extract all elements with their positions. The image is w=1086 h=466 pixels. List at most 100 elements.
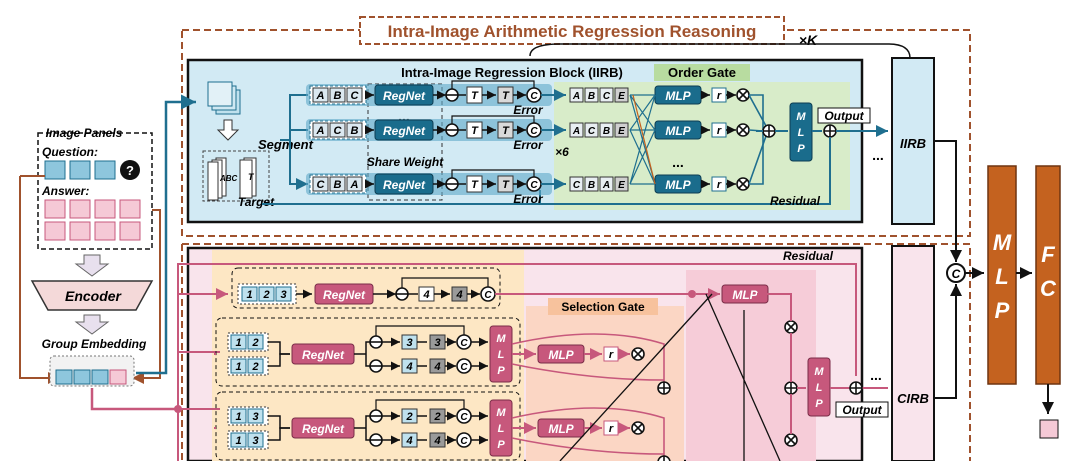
image-panels-title: Image Panels xyxy=(46,126,123,140)
cirb-num-box xyxy=(275,286,292,302)
iirb-seq-letter: C xyxy=(573,180,581,191)
iirb-multiply-icon-sign xyxy=(738,125,748,135)
cirb-line xyxy=(365,415,370,428)
cirb-num-label: 1 xyxy=(235,337,241,349)
cirb-skip-line xyxy=(375,399,465,410)
cirb-to-concat xyxy=(934,284,962,399)
cirb-combiner-lines xyxy=(757,293,792,434)
iirb-seq-box xyxy=(569,122,584,138)
cirb-num-box xyxy=(230,358,247,374)
cirb-top-dot xyxy=(688,290,696,298)
cirb-peach-region xyxy=(212,250,524,461)
iirb-letter-box xyxy=(329,176,346,192)
cirb-side-column xyxy=(891,245,935,462)
repeat-label: ×K xyxy=(799,32,818,48)
iirb-t2-label: T xyxy=(502,125,510,137)
cirb-output-sum xyxy=(849,381,863,395)
iirb-skip-line xyxy=(451,115,535,124)
answer-panel xyxy=(94,199,116,219)
cirb-target-label: 4 xyxy=(405,435,412,447)
iirb-letter: B xyxy=(334,179,342,191)
cirb-num-box xyxy=(247,358,264,374)
cirb-num-label: 1 xyxy=(235,435,241,447)
iirb-seq-box xyxy=(584,122,599,138)
concat-label: C xyxy=(952,267,961,281)
cirb-multiply-icon-sign xyxy=(633,423,643,433)
big-fc-letter: C xyxy=(1040,276,1057,301)
iirb-letter: A xyxy=(316,125,325,137)
cirb-gate-curves xyxy=(511,333,665,388)
cirb-gate-curves xyxy=(511,407,665,462)
big-fc-block xyxy=(1035,165,1061,385)
iirb-t2-label: T xyxy=(502,179,510,191)
prediction-output-box xyxy=(1039,419,1059,439)
iirb-t-label: T xyxy=(471,179,479,191)
encoder-block xyxy=(30,280,154,311)
main-title: Intra-Image Arithmetic Regression Reason… xyxy=(388,22,757,41)
iirb-regnet-label: RegNet xyxy=(383,124,426,138)
cirb-line xyxy=(365,341,370,354)
down-arrow-icon-3 xyxy=(74,314,110,335)
cirb-residual-label: Residual xyxy=(783,249,834,263)
iirb-r-label: r xyxy=(717,125,722,137)
cirb-concat-letter: C xyxy=(460,338,468,349)
cirb-target-label: 2 xyxy=(405,411,412,423)
cirb-output-label: Output xyxy=(842,403,882,417)
cirb-target-label: 4 xyxy=(422,289,429,301)
cirb-mlp-v-l: L xyxy=(498,423,505,435)
cirb-num-label: 3 xyxy=(252,435,258,447)
segment-feed-lines xyxy=(280,94,308,184)
iirb-letter-box xyxy=(329,87,346,103)
answer-panel xyxy=(69,221,91,241)
stack-t-label: T xyxy=(248,172,255,182)
iirb-letter: A xyxy=(350,179,359,191)
cirb-top-mlp-label: MLP xyxy=(732,288,758,302)
iirb-seq-letter: B xyxy=(603,126,610,137)
iirb-letter: C xyxy=(351,90,360,102)
big-mlp-block xyxy=(987,165,1017,385)
group-embedding-label: Group Embedding xyxy=(42,337,147,351)
cirb-merge-line xyxy=(268,353,290,367)
repeat-brace xyxy=(529,43,911,59)
share-weight-label: Share Weight xyxy=(367,155,444,169)
iirb-output-sum xyxy=(823,124,837,138)
big-fc-letter: F xyxy=(1041,242,1055,267)
iirb-regnet-label: RegNet xyxy=(383,178,426,192)
cirb-concat-letter: C xyxy=(460,436,468,447)
answer-panel xyxy=(69,199,91,219)
big-fc-letters: FC xyxy=(1040,242,1057,301)
cirb-num-box xyxy=(230,432,247,448)
cirb-num-label: 1 xyxy=(246,289,252,301)
iirb-letter: A xyxy=(316,90,325,102)
iirb-t-label: T xyxy=(471,125,479,137)
iirb-multiply-icon-sign xyxy=(738,90,748,100)
iirb-final-mlp-l: L xyxy=(798,127,805,139)
target-panels-icon xyxy=(207,157,257,201)
times6-label: ×6 xyxy=(555,145,569,159)
iirb-seq-box xyxy=(614,176,629,192)
answer-panel xyxy=(94,221,116,241)
cirb-num-box xyxy=(247,334,264,350)
cirb-regnet-label: RegNet xyxy=(302,348,345,362)
iirb-letter-box xyxy=(346,87,363,103)
iirb-seq-letter: A xyxy=(602,180,610,191)
iirb-final-mlp-m: M xyxy=(796,111,806,123)
question-to-embedding-line xyxy=(19,176,60,384)
iirb-seq-letter: A xyxy=(572,126,580,137)
iirb-seq-letter: A xyxy=(572,91,580,102)
cirb-target-label: 4 xyxy=(405,361,412,373)
segment-panels-icon xyxy=(207,81,241,115)
order-gate-cross-lines xyxy=(629,94,656,185)
embedding-to-iirb-line xyxy=(136,94,196,375)
mlp-ellipsis: ... xyxy=(672,154,684,170)
big-mlp-letters: MLP xyxy=(993,230,1012,323)
iirb-seq-box xyxy=(599,176,614,192)
group-embedding-tokens xyxy=(49,355,135,387)
iirb-residual-label: Residual xyxy=(770,194,821,208)
answer-panel xyxy=(119,199,141,219)
